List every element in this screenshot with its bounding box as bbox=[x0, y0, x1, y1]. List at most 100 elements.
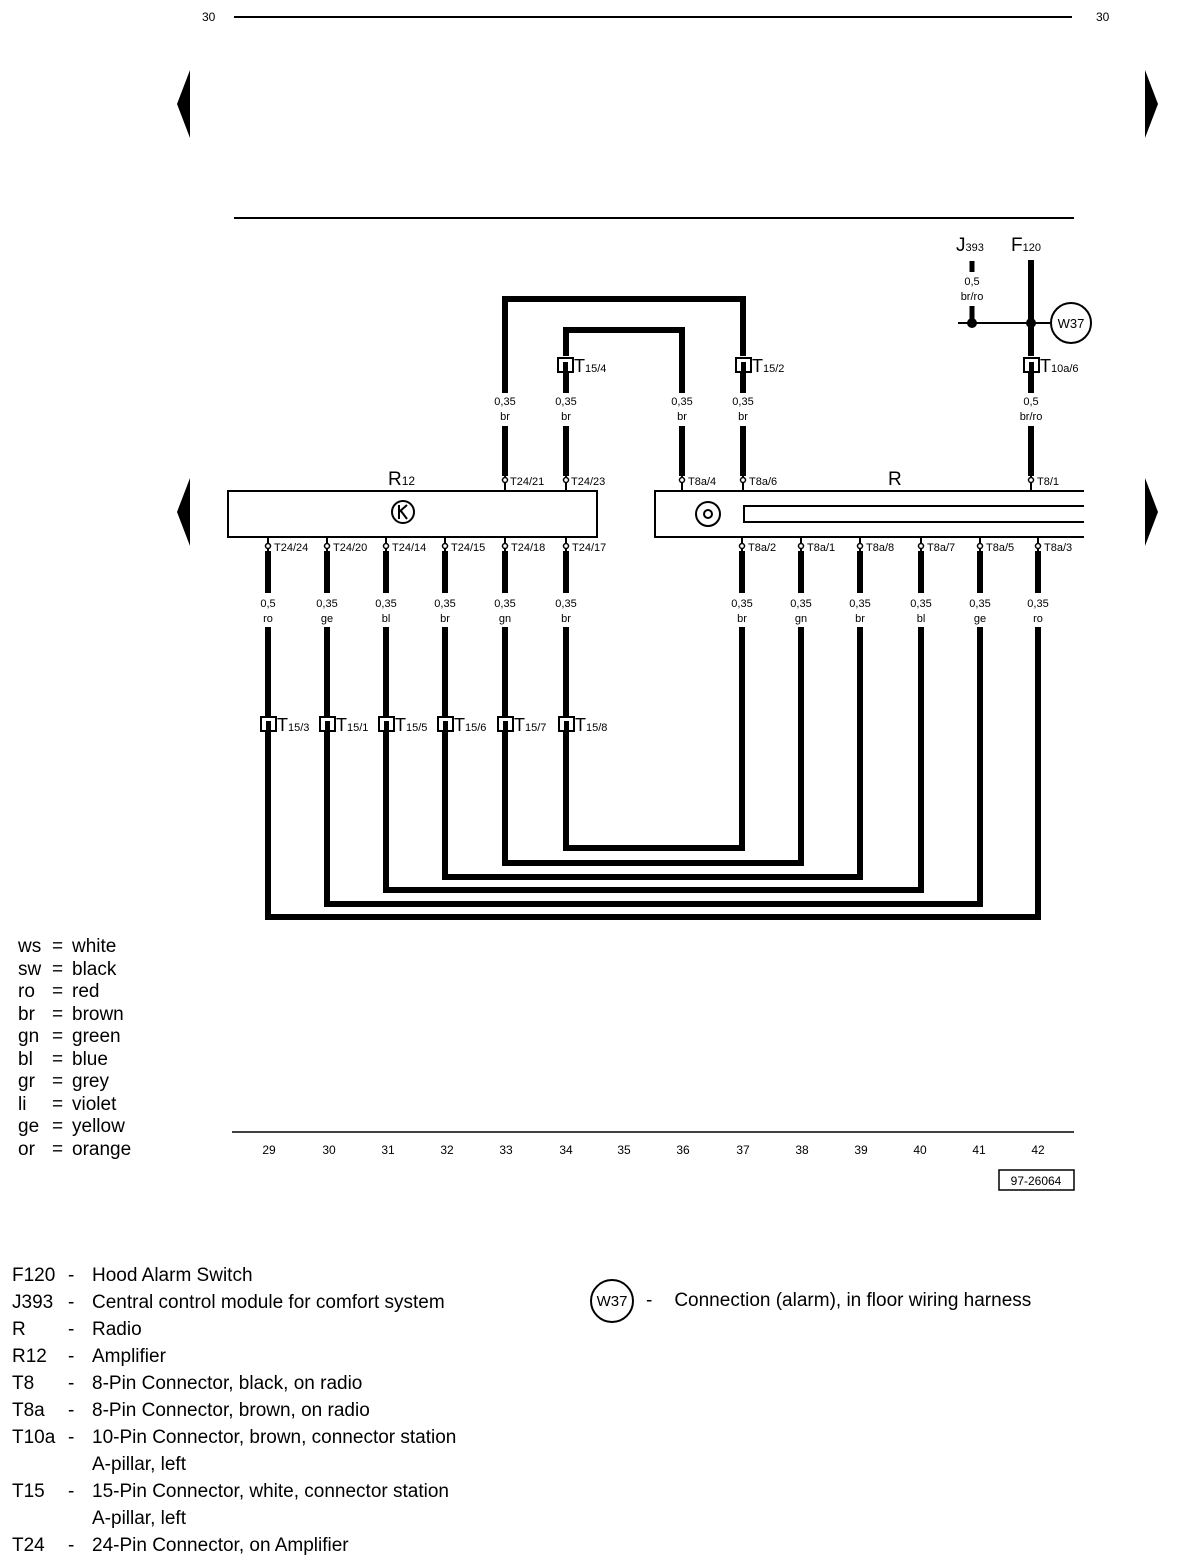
wire-size-t24-21: 0,35 bbox=[494, 396, 515, 408]
svg-text:T15/7: T15/7 bbox=[514, 715, 546, 735]
wire-color-f120: br/ro bbox=[1020, 411, 1043, 423]
bottom-wire-stubs bbox=[265, 551, 1041, 593]
svg-text:T15/4: T15/4 bbox=[574, 356, 606, 376]
svg-text:35: 35 bbox=[617, 1143, 631, 1157]
pin-label-t8a-2: T8a/2 bbox=[748, 542, 776, 554]
color-key-row: ro=red bbox=[18, 981, 100, 1002]
wire-color-t8a-4: br bbox=[677, 411, 687, 423]
wire-color-t8a-5: ge bbox=[974, 613, 986, 625]
pin-label-t8a-8: T8a/8 bbox=[866, 542, 894, 554]
wire-loop-outer-upper bbox=[502, 296, 746, 393]
color-key-row: gn=green bbox=[18, 1026, 121, 1047]
svg-text:29: 29 bbox=[262, 1143, 276, 1157]
pin-marker-t8a-4 bbox=[678, 476, 686, 491]
pin-label-t24-21: T24/21 bbox=[510, 476, 544, 488]
wire-size-f120: 0,5 bbox=[1023, 396, 1038, 408]
svg-text:37: 37 bbox=[736, 1143, 750, 1157]
wire-size-t8a-3: 0,35 bbox=[1027, 598, 1048, 610]
svg-text:40: 40 bbox=[913, 1143, 927, 1157]
w37-symbol bbox=[1050, 302, 1092, 344]
track-numbers: 29 30 31 32 33 34 35 36 37 38 39 40 41 4… bbox=[262, 1143, 1045, 1157]
pin-label-t8a-1: T8a/1 bbox=[807, 542, 835, 554]
pin-label-t24-23: T24/23 bbox=[571, 476, 605, 488]
nav-arrow-left-mid-icon[interactable] bbox=[177, 478, 190, 546]
wire-color-t8a-6: br bbox=[738, 411, 748, 423]
wire-size-t8a-4: 0,35 bbox=[671, 396, 692, 408]
w37-legend-symbol: W37 bbox=[590, 1279, 634, 1323]
svg-text:T15/8: T15/8 bbox=[575, 715, 607, 735]
radio-icon bbox=[695, 501, 721, 527]
wire-size-t8a-2: 0,35 bbox=[731, 598, 752, 610]
color-key-row: br=brown bbox=[18, 1003, 124, 1025]
j393-label: J393 bbox=[956, 235, 984, 256]
color-key-row: or=orange bbox=[18, 1138, 132, 1160]
wire-size-t24-23: 0,35 bbox=[555, 396, 576, 408]
radio-display-slot bbox=[743, 505, 1084, 523]
legend-item: T15-15-Pin Connector, white, connector s… bbox=[12, 1481, 449, 1529]
nav-arrow-left-top-icon[interactable] bbox=[177, 70, 190, 138]
wire-size-t8a-7: 0,35 bbox=[910, 598, 931, 610]
svg-text:T10a/6: T10a/6 bbox=[1040, 356, 1079, 376]
radio-label: R bbox=[888, 469, 902, 490]
wire-color-t24-17: br bbox=[561, 613, 571, 625]
svg-text:33: 33 bbox=[499, 1143, 513, 1157]
pin-marker-t24-23 bbox=[562, 476, 570, 491]
wire-size-t24-15: 0,35 bbox=[434, 598, 455, 610]
svg-text:T15/1: T15/1 bbox=[336, 715, 368, 735]
wire-color-j393: br/ro bbox=[961, 291, 984, 303]
color-key-row: gr=grey bbox=[18, 1071, 109, 1092]
junction-dot-j393 bbox=[967, 318, 977, 328]
wire-size-t8a-5: 0,35 bbox=[969, 598, 990, 610]
amplifier-icon bbox=[391, 500, 415, 524]
connector-t15-7: T15/7 bbox=[497, 715, 546, 735]
page-number-left: 30 bbox=[202, 10, 216, 24]
wire-color-t8a-2: br bbox=[737, 613, 747, 625]
legend-item: T10a-10-Pin Connector, brown, connector … bbox=[12, 1427, 457, 1475]
connector-t10a-6: T10a/6 bbox=[1023, 356, 1079, 376]
color-key-row: ws=white bbox=[18, 936, 117, 957]
wire-size-t24-17: 0,35 bbox=[555, 598, 576, 610]
wire-color-key: ws=white sw=black ro=red br=brown gn=gre… bbox=[18, 936, 131, 1161]
wire-color-t24-18: gn bbox=[499, 613, 511, 625]
pin-label-t8a-5: T8a/5 bbox=[986, 542, 1014, 554]
legend-item: F120-Hood Alarm Switch bbox=[12, 1265, 253, 1286]
wire-size-t8a-6: 0,35 bbox=[732, 396, 753, 408]
color-key-row: ge=yellow bbox=[18, 1116, 125, 1137]
legend-item: R12-Amplifier bbox=[12, 1346, 166, 1367]
radio-box bbox=[654, 490, 1084, 538]
wire-color-t24-20: ge bbox=[321, 613, 333, 625]
color-key-row: li=violet bbox=[18, 1093, 117, 1115]
svg-text:36: 36 bbox=[676, 1143, 690, 1157]
connector-t15-2: T15/2 bbox=[735, 356, 784, 376]
svg-text:41: 41 bbox=[972, 1143, 986, 1157]
w37-label: W37 bbox=[1058, 316, 1085, 331]
svg-text:32: 32 bbox=[440, 1143, 454, 1157]
wire-size-j393: 0,5 bbox=[964, 276, 979, 288]
pin-label-t8a-3: T8a/3 bbox=[1044, 542, 1072, 554]
pin-label-t24-15: T24/15 bbox=[451, 542, 485, 554]
lower-wire-loops bbox=[265, 627, 1041, 920]
wire-color-t8a-1: gn bbox=[795, 613, 807, 625]
nav-arrow-right-top-icon[interactable] bbox=[1145, 70, 1158, 138]
connector-t15-1: T15/1 bbox=[319, 715, 368, 735]
r12-label: R12 bbox=[388, 469, 415, 490]
wire-size-t24-14: 0,35 bbox=[375, 598, 396, 610]
wire-color-t24-24: ro bbox=[263, 613, 273, 625]
connector-t15-8: T15/8 bbox=[558, 715, 607, 735]
legend-item: R-Radio bbox=[12, 1319, 142, 1340]
wire-loop-inner-upper bbox=[563, 327, 685, 393]
legend-item: T8-8-Pin Connector, black, on radio bbox=[12, 1373, 363, 1394]
connector-t15-3: T15/3 bbox=[260, 715, 309, 735]
wire-size-t8a-8: 0,35 bbox=[849, 598, 870, 610]
w37-legend-desc: Connection (alarm), in floor wiring harn… bbox=[674, 1290, 1032, 1311]
svg-text:T15/3: T15/3 bbox=[277, 715, 309, 735]
left-wire-mid-segments bbox=[265, 627, 569, 716]
bottom-pin-markers bbox=[264, 537, 1042, 551]
w37-legend-item: W37 - Connection (alarm), in floor wirin… bbox=[590, 1279, 1031, 1323]
nav-arrow-right-mid-icon[interactable] bbox=[1145, 478, 1158, 546]
legend-item: T8a-8-Pin Connector, brown, on radio bbox=[12, 1400, 370, 1421]
drawing-number: 97-26064 bbox=[1011, 1174, 1062, 1188]
page-number-right: 30 bbox=[1096, 10, 1110, 24]
color-key-row: sw=black bbox=[18, 958, 117, 980]
